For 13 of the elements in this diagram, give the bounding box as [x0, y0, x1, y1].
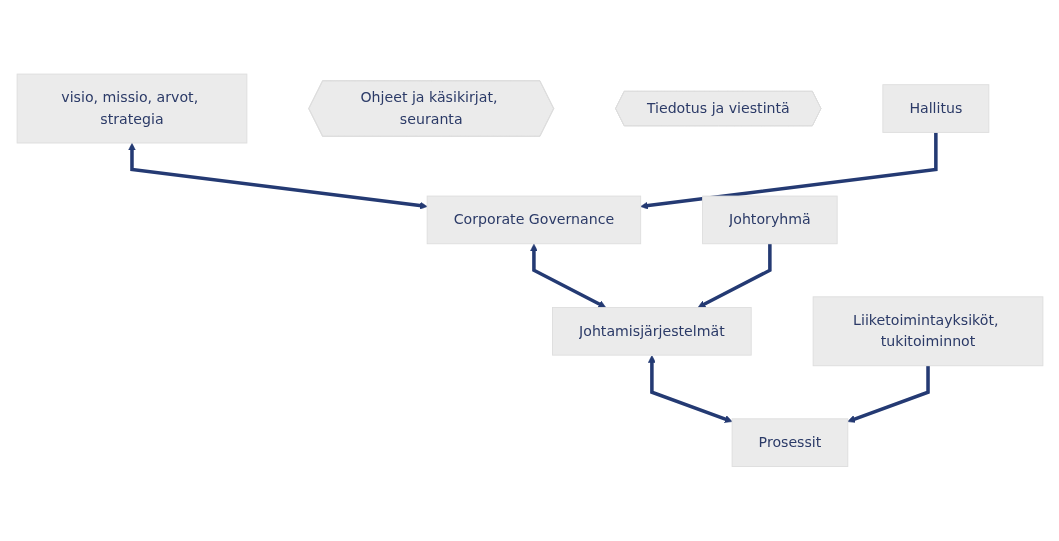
node-box: Prosessit — [731, 418, 848, 468]
arrow — [529, 244, 606, 308]
node-box: Corporate Governance — [426, 195, 641, 245]
node-box: Johtoryhmä — [701, 195, 838, 245]
node-box: Liiketoimintayksiköt, tukitoiminnot — [812, 296, 1043, 367]
arrow — [127, 143, 427, 210]
arrow — [639, 132, 938, 210]
arrow — [697, 244, 772, 308]
arrow — [847, 365, 930, 423]
arrow — [647, 355, 732, 423]
node-box: Hallitus — [881, 84, 989, 134]
node-box: visio, missio, arvot, strategia — [16, 73, 247, 144]
node-box: Johtamisjärjestelmät — [551, 307, 752, 356]
